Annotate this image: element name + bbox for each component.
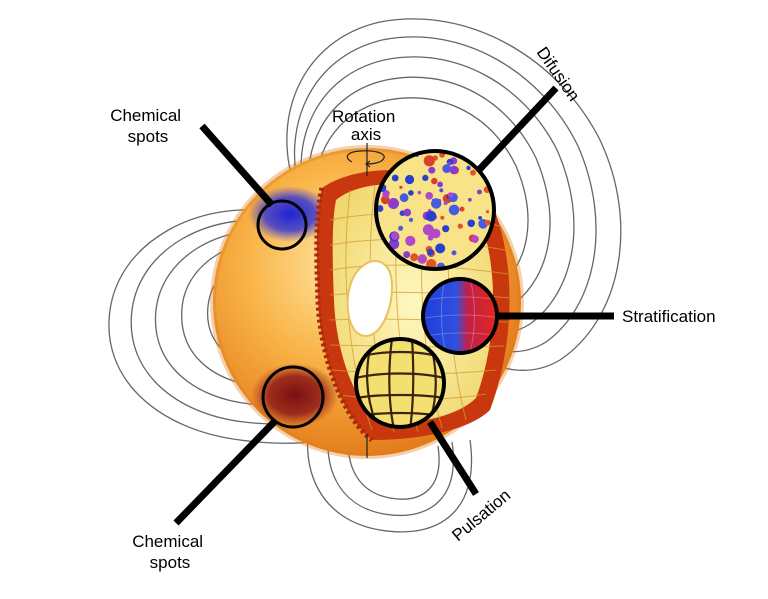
diffusion-particle bbox=[471, 235, 479, 244]
diffusion-particle bbox=[408, 190, 414, 196]
diffusion-particle bbox=[466, 165, 471, 171]
diffusion-particle bbox=[442, 225, 450, 233]
diffusion-particle bbox=[442, 164, 452, 174]
diffusion-particle bbox=[485, 210, 490, 214]
rotation-axis-label: Rotation axis bbox=[332, 107, 400, 144]
diffusion-particle bbox=[477, 189, 482, 195]
diffusion-particle bbox=[408, 217, 414, 222]
diffusion-particle bbox=[405, 235, 416, 246]
diffusion-particle bbox=[388, 198, 399, 209]
diffusion-particle bbox=[410, 253, 419, 262]
diffusion-particle bbox=[468, 197, 472, 202]
diffusion-label: Difusion bbox=[533, 43, 584, 104]
diffusion-particle bbox=[470, 169, 476, 176]
diffusion-particle bbox=[457, 223, 463, 229]
diffusion-particle bbox=[448, 204, 460, 216]
field-lines-upper bbox=[286, 18, 622, 371]
diffusion-particle bbox=[388, 238, 400, 250]
diffusion-particle bbox=[391, 174, 399, 182]
diffusion-particle bbox=[449, 165, 459, 175]
chemical-spot-circle-bottom bbox=[261, 365, 325, 429]
diffusion-particle bbox=[440, 215, 445, 220]
diffusion-particle bbox=[403, 208, 412, 217]
chemical-spots-top-label: Chemical spots bbox=[110, 106, 186, 146]
diffusion-particle bbox=[467, 219, 476, 228]
diffusion-particle bbox=[398, 225, 404, 231]
diffusion-particle bbox=[425, 192, 434, 200]
diffusion-particle bbox=[428, 166, 436, 174]
diffusion-particle bbox=[417, 254, 427, 264]
diffusion-particle bbox=[417, 190, 422, 195]
stratification-magnifier bbox=[421, 277, 499, 355]
diffusion-particle bbox=[403, 251, 411, 259]
diffusion-particle bbox=[425, 210, 437, 222]
diffusion-particle bbox=[431, 177, 438, 185]
diffusion-particle bbox=[423, 155, 435, 167]
diffusion-particle bbox=[478, 216, 482, 220]
diffusion-particle bbox=[422, 174, 429, 181]
rotation-arrow-icon bbox=[346, 150, 385, 165]
chemical-spots-bottom-label: Chemical spots bbox=[132, 532, 208, 572]
diffusion-particle bbox=[422, 224, 434, 236]
diffusion-particle bbox=[391, 232, 399, 240]
diffusion-particle bbox=[427, 248, 434, 256]
diffusion-particle bbox=[405, 174, 415, 185]
diffusion-particle bbox=[447, 192, 454, 198]
diffusion-particle bbox=[399, 185, 403, 189]
diffusion-particle bbox=[447, 161, 452, 166]
diffusion-magnifier bbox=[374, 149, 496, 271]
diffusion-particle bbox=[459, 206, 465, 212]
star-core bbox=[346, 260, 394, 338]
pulsation-magnifier bbox=[354, 337, 446, 429]
diffusion-particle bbox=[484, 219, 491, 226]
diffusion-particle bbox=[376, 205, 384, 212]
diffusion-particle bbox=[439, 188, 444, 193]
chemical-spot-circle-top bbox=[256, 199, 308, 251]
field-lines-lower bbox=[306, 419, 473, 533]
diffusion-particle bbox=[399, 193, 409, 203]
pointer-lines bbox=[173, 85, 614, 526]
rotation-axis bbox=[346, 143, 385, 458]
stratification-label: Stratification bbox=[622, 307, 716, 326]
diffusion-particle bbox=[431, 198, 442, 209]
diffusion-particle bbox=[443, 201, 448, 206]
diffusion-particle bbox=[451, 250, 457, 256]
diffusion-particle bbox=[435, 243, 446, 254]
diffusion-particle bbox=[437, 181, 443, 188]
pulsation-label: Pulsation bbox=[448, 486, 514, 546]
